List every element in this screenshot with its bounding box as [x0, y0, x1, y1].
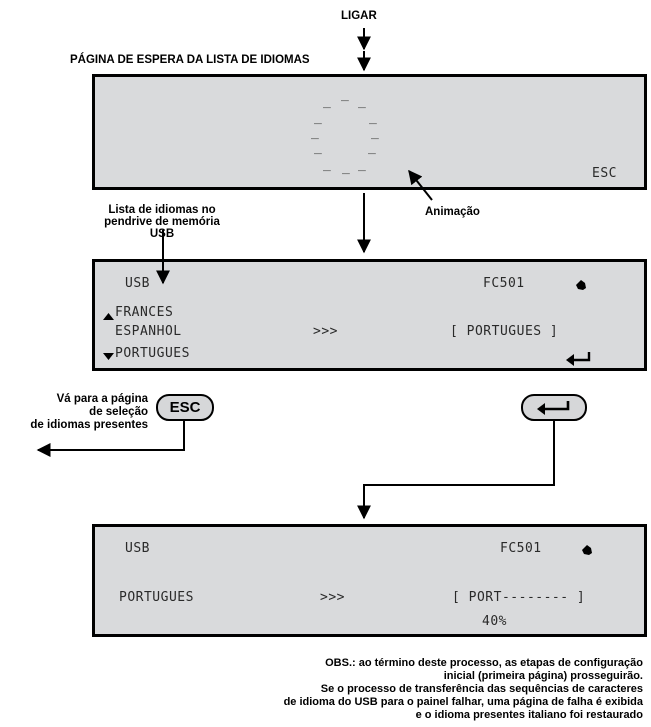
anim-dash: _ — [358, 157, 367, 172]
anim-dash: _ — [368, 140, 377, 155]
enter-icon — [537, 400, 570, 415]
lang-item-2[interactable]: ESPANHOL — [115, 324, 182, 339]
lcd-transfer-progress: USB FC501 PORTUGUES >>> [ PORT-------- ]… — [92, 524, 647, 637]
anim-dash: _ — [341, 87, 350, 102]
usb-list-label-line2: pendrive de memória USB — [104, 216, 220, 240]
arrow-enter — [357, 421, 555, 520]
anim-dash: _ — [323, 94, 332, 109]
anim-dash: _ — [358, 94, 367, 109]
esc-description-line1: Vá para a página — [56, 393, 148, 405]
observation-note: OBS.: ao término deste processo, as etap… — [284, 657, 643, 722]
lcd-usb-language-list: USB FC501 FRANCES ESPANHOL PORTUGUES >>>… — [92, 259, 647, 371]
usb-label: USB — [125, 541, 150, 556]
lang-item-1[interactable]: FRANCES — [115, 305, 174, 320]
enter-button[interactable] — [521, 394, 587, 421]
usb-list-label-line1: Lista de idiomas no — [108, 204, 216, 216]
transfer-arrows: >>> — [313, 324, 338, 339]
transfer-arrows: >>> — [320, 590, 345, 605]
esc-button[interactable]: ESC — [156, 394, 214, 421]
esc-hint: ESC — [592, 166, 617, 181]
transfer-language: PORTUGUES — [119, 590, 194, 605]
note-line-2: inicial (primeira página) prosseguirão. — [443, 670, 643, 682]
usb-list-label: Lista de idiomas no pendrive de memória … — [92, 204, 232, 240]
anim-dash: _ — [371, 125, 380, 140]
model-label: FC501 — [483, 276, 525, 291]
anim-dash: _ — [369, 110, 378, 125]
anim-dash: _ — [323, 157, 332, 172]
model-label: FC501 — [500, 541, 542, 556]
lcd-waiting-screen: ESC — [92, 74, 647, 190]
esc-description-line3: de idiomas presentes — [30, 419, 148, 431]
esc-description-line2: de seleção — [89, 406, 148, 418]
note-line-3: Se o processo de transferência das sequê… — [320, 683, 643, 695]
transfer-percent: 40% — [482, 614, 507, 629]
note-line-1: OBS.: ao término deste processo, as etap… — [325, 657, 643, 669]
note-line-5: e o idioma presentes italiano foi restau… — [415, 709, 643, 721]
anim-dash: _ — [311, 125, 320, 140]
anim-dash: _ — [342, 160, 351, 175]
animation-label: Animação — [425, 206, 480, 218]
transfer-progress-bar: [ PORT-------- ] — [452, 590, 586, 605]
waiting-page-title: PÁGINA DE ESPERA DA LISTA DE IDIOMAS — [70, 54, 310, 66]
selected-language: [ PORTUGUES ] — [450, 324, 559, 339]
anim-dash: _ — [314, 140, 323, 155]
usb-label: USB — [125, 276, 150, 291]
lang-item-3[interactable]: PORTUGUES — [115, 346, 190, 361]
note-line-4: de idioma do USB para o painel falhar, u… — [283, 696, 643, 708]
ligar-label: LIGAR — [341, 10, 377, 22]
esc-description: Vá para a página de seleção de idiomas p… — [8, 393, 148, 432]
anim-dash: _ — [314, 110, 323, 125]
